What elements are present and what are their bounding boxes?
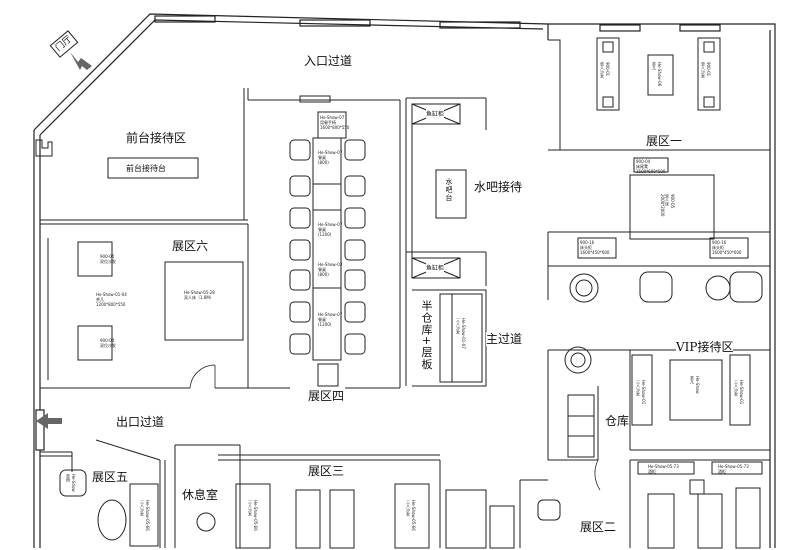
vip-table-tag: He-Show 茶几 (690, 376, 700, 394)
water-bar-label: 水吧接待 (474, 180, 523, 194)
display-cabinet-bottom-label: 鱼缸柜 (426, 262, 445, 276)
reception-room (35, 88, 248, 225)
reception-label: 前台接待区 (126, 131, 187, 145)
ex6-sofa-top (77, 241, 113, 277)
ex1-sofa-right-tag: 900-01 单人沙发 (701, 62, 711, 78)
vip-table (669, 359, 723, 421)
table-seg4-tag: He-Show-07 餐桌 (1200) (318, 312, 343, 327)
vip-sofa-right (729, 354, 751, 426)
exhibit-1-room (547, 37, 770, 300)
reception-desk-label: 前台接待台 (126, 164, 166, 173)
table-seg1-tag: He-Show-07 餐桌 (800) (318, 150, 343, 165)
ex5-sofa (129, 483, 159, 547)
vip-room (547, 271, 770, 491)
ex1-sofa-right (697, 37, 721, 111)
exhibit-3-label: 展区三 (308, 464, 345, 478)
exhibit-2-label: 展区二 (580, 520, 617, 534)
ex1-sofa-left-tag: 900-01 单人沙发 (600, 62, 610, 78)
exhibit-6-label: 展区六 (172, 239, 209, 253)
display-cabinet-top (411, 103, 461, 125)
vip-sofa-left-tag: He-Show-01 三人沙发 (636, 380, 646, 405)
water-bar-room (405, 97, 487, 386)
vip-sofa-right-tag: He-Show-01 三人沙发 (734, 380, 744, 405)
ex6-coffee-tag: He-Show-01-04 茶几 1200*800*550 (96, 292, 127, 307)
ex1-bed (629, 174, 715, 240)
vip-sofa-left (631, 354, 653, 426)
ex3-sofa-right-tag: He-Show-05-66 三人沙发 (406, 500, 416, 531)
ex6-bed (164, 261, 244, 341)
entrance-corridor-label: 入口过道 (304, 54, 353, 68)
table-seg2-tag: He-Show-07 餐桌 (1200) (318, 222, 343, 237)
ex3-sofa-left (235, 483, 271, 549)
reception-desk (107, 157, 199, 179)
ex3-sofa-left-tag: He-Show-05-66 三人沙发 (248, 500, 258, 531)
vip-reception-label: VIP接待区 (676, 340, 734, 354)
ex2-cab-right-tag: He-Show-05-73 酒柜 (718, 464, 749, 474)
ex6-bed-tag: He-Show-05-28 双人床（1.8M） (184, 290, 215, 300)
exhibit-5-label: 展区五 (92, 470, 129, 484)
ex1-coffee-table (647, 54, 674, 96)
table-top-tag: He-Show-07 用餐手椅 1600*800*550 (320, 115, 350, 130)
bottom-rooms (40, 439, 548, 549)
ex6-sofa-bottom-tag: 900-04 双位沙发 (100, 338, 116, 348)
water-bar-counter-label: 水吧台 (445, 178, 453, 202)
ex1-night-right-tag: 900-16 床头柜 1600*450*600 (712, 240, 742, 255)
arrow-left-icon (36, 413, 62, 429)
ex1-sofa-center-tag: He-Show-06 茶几 (652, 62, 662, 87)
display-cabinet-top-label: 鱼缸柜 (426, 108, 445, 122)
dining-chairs-right (344, 139, 366, 355)
table-seg3-tag: He-Show-03 餐桌 (800) (318, 262, 343, 277)
half-storage-label: 半仓库+层板 (420, 300, 433, 371)
ex1-night-left-tag: 900-16 床头柜 1600*450*600 (580, 240, 610, 255)
arrow-down-right-icon (70, 52, 92, 70)
exhibit-6-room (40, 224, 249, 389)
ex5-chair-tag: He-Show 单椅 (66, 474, 76, 492)
ex6-sofa-top-tag: 900-04 双位沙发 (100, 254, 116, 264)
exhibit-4-label: 展区四 (308, 389, 345, 403)
exhibit-2-room (537, 459, 770, 549)
ex1-bed-header-tag: 900-04 床尾凳 1500*600*500 (636, 159, 666, 174)
exit-corridor-label: 出口过道 (116, 415, 165, 429)
ex2-cab-left-tag: He-Show-05-73 酒柜 (648, 464, 679, 474)
exhibit-4-room (247, 88, 401, 389)
display-cabinet-bottom (411, 257, 461, 279)
exhibit-1-label: 展区一 (646, 134, 683, 148)
main-corridor-label: 主过道 (486, 332, 523, 346)
ex5-sofa-tag: He-Show-05-66 三人沙发 (140, 500, 150, 531)
ex1-bed-tag: 900-05 双人床 2000*2000 (660, 194, 675, 217)
ex6-sofa-bottom (77, 325, 113, 361)
outer-walls (33, 13, 776, 548)
storage-label: 仓库 (605, 414, 630, 428)
lounge-label: 休息室 (182, 488, 219, 502)
ex3-sofa-right (394, 483, 430, 549)
half-storage-tag: He-Show-01-07 三人沙发 (456, 318, 466, 349)
dining-chairs-left (289, 139, 311, 355)
ex1-sofa-left (596, 37, 620, 111)
water-bar-counter (435, 169, 467, 219)
